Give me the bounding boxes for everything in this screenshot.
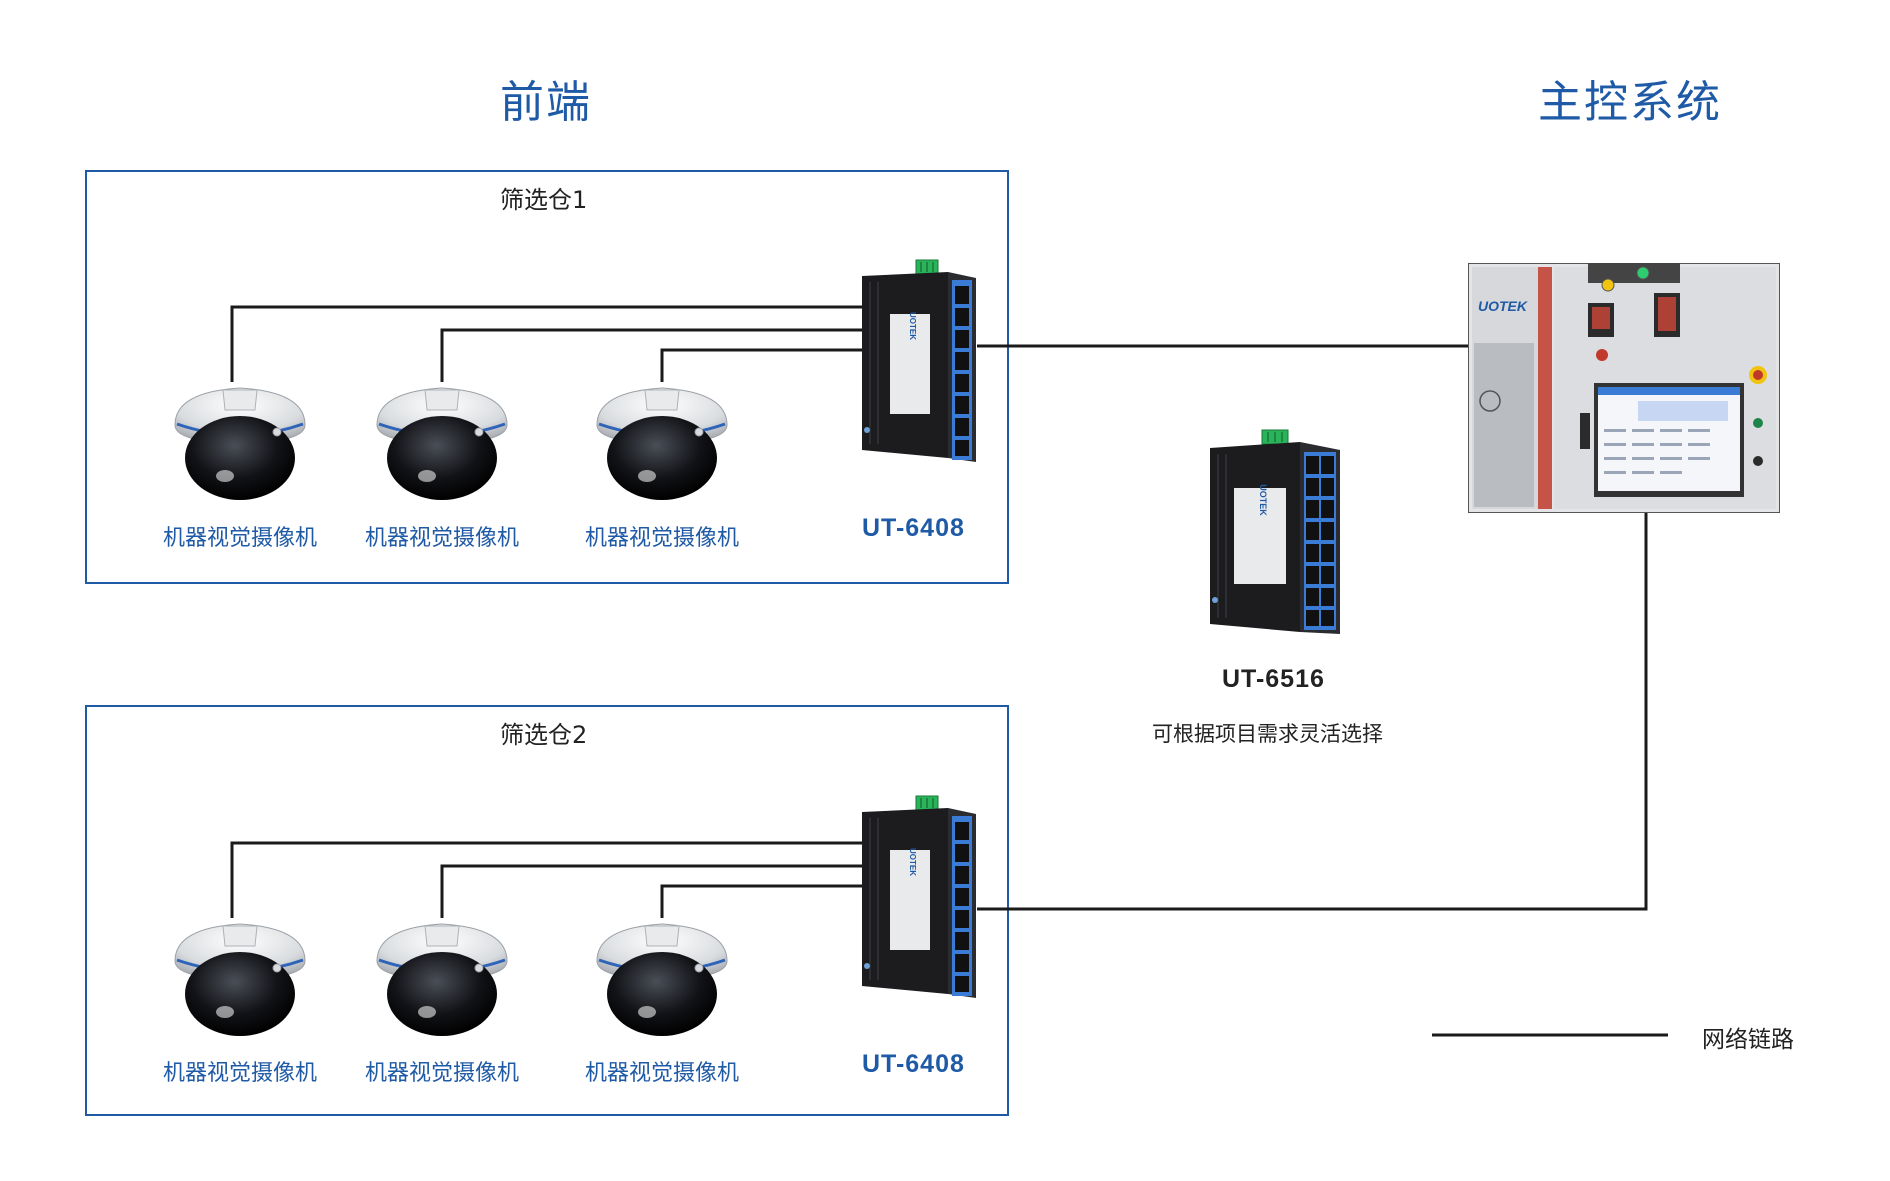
master-control-heading: 主控系统 [1538,77,1722,128]
bin-1-camera-3-label: 机器视觉摄像机 [584,526,739,551]
bin-2-switch-model: UT-6408 [862,1050,965,1078]
bin-2-camera-3-cable [660,884,862,918]
dome-camera-icon [376,923,508,1036]
dome-camera-icon [596,387,728,500]
bin-2-switch-icon: UOTEK [862,795,976,998]
optional-switch-icon: UOTEK [1210,429,1340,634]
control-cabinet-icon: UOTEK [1468,263,1780,513]
legend-label: 网络链路 [1702,1027,1794,1053]
bin-2-switch-brand: UOTEK [908,848,917,876]
dome-camera-icon [174,387,306,500]
bin-1-switch-model: UT-6408 [862,514,965,542]
bin-1-camera-1-label: 机器视觉摄像机 [162,526,317,551]
bin-1-box [85,170,1009,584]
bin-2-camera-1-label: 机器视觉摄像机 [162,1061,317,1086]
bin-1-camera-2-label: 机器视觉摄像机 [364,526,519,551]
optional-switch-model: UT-6516 [1222,665,1325,693]
bin-2-camera-2-cable [440,864,862,918]
panel-brand: UOTEK [1478,298,1528,314]
bin-1-camera-1-cable [230,305,862,382]
dome-camera-icon [376,387,508,500]
optional-switch-brand: UOTEK [1258,484,1268,516]
bin-1-camera-3-cable [660,348,862,382]
bin-2-uplink [977,513,1648,911]
bin-1-switch-brand: UOTEK [908,312,917,340]
dome-camera-icon [596,923,728,1036]
front-end-heading: 前端 [500,77,592,128]
bin-1-title: 筛选仓1 [500,186,588,214]
optional-switch-note: 可根据项目需求灵活选择 [1152,722,1383,746]
bin-2-title: 筛选仓2 [500,721,588,749]
bin-2-camera-2-label: 机器视觉摄像机 [364,1061,519,1086]
dome-camera-icon [174,923,306,1036]
bin-1-camera-2-cable [440,328,862,382]
bin-1-switch-icon: UOTEK [862,259,976,462]
bin-2-camera-1-cable [230,841,862,918]
bin-2-camera-3-label: 机器视觉摄像机 [584,1061,739,1086]
